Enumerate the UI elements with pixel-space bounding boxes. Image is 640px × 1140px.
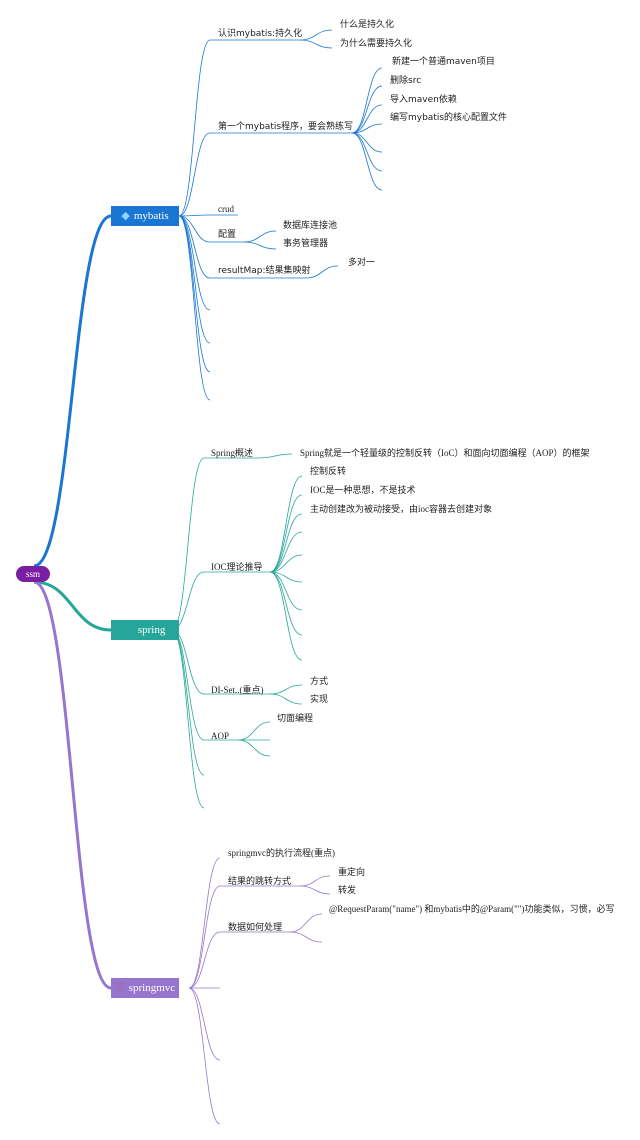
leaf-icon: ❧ bbox=[124, 623, 134, 636]
mybatis-child-link bbox=[299, 29, 333, 41]
branch-label-spring: spring bbox=[137, 624, 166, 636]
subtopic-many-to-one[interactable]: 多对一 bbox=[348, 258, 376, 268]
mybatis-topic-link bbox=[178, 39, 211, 217]
subtopic-import-maven-deps[interactable]: 导入maven依赖 bbox=[390, 95, 457, 105]
mybatis-child-link bbox=[351, 132, 383, 172]
springmvc-topic-link bbox=[188, 987, 221, 1061]
mybatis-child-link bbox=[351, 85, 383, 134]
mybatis-topic-link bbox=[178, 215, 211, 401]
subtopic-new-maven-project[interactable]: 新建一个普通maven项目 bbox=[392, 57, 495, 67]
branch-node-springmvc[interactable]: ♡ springmvc bbox=[111, 978, 179, 998]
mybatis-child-link bbox=[243, 241, 277, 250]
subtopic-what-is-persistence[interactable]: 什么是持久化 bbox=[340, 20, 395, 30]
topic-aop[interactable]: AOP bbox=[211, 731, 230, 741]
spring-child-link bbox=[269, 571, 303, 636]
subtopic-redirect[interactable]: 重定向 bbox=[338, 867, 366, 877]
subtopic-delete-src[interactable]: 删除src bbox=[390, 76, 422, 86]
root-link-spring bbox=[33, 580, 112, 632]
spring-child-link bbox=[269, 531, 303, 573]
topic-ioc[interactable]: IOC理论推导 bbox=[211, 562, 263, 572]
subtopic-ioc-container[interactable]: 主动创建改为被动接受，由ioc容器去创建对象 bbox=[310, 504, 492, 514]
spring-topic-link bbox=[171, 457, 205, 631]
spring-child-link bbox=[237, 721, 271, 741]
subtopic-request-param[interactable]: @RequestParam("name") 和mybatis中的@Param("… bbox=[329, 904, 615, 914]
topic-data-handling[interactable]: 数据如何处理 bbox=[228, 922, 283, 932]
heart-icon: ♡ bbox=[114, 981, 125, 994]
spring-child-link bbox=[269, 494, 303, 573]
topic-di[interactable]: DI-Set..(重点) bbox=[211, 685, 264, 695]
subtopic-aspect-programming[interactable]: 切面编程 bbox=[277, 713, 314, 723]
topic-config[interactable]: 配置 bbox=[218, 230, 237, 240]
spring-child-link bbox=[257, 453, 293, 459]
subtopic-forward[interactable]: 转发 bbox=[338, 885, 357, 895]
subtopic-core-config[interactable]: 编写mybatis的核心配置文件 bbox=[390, 113, 508, 123]
subtopic-connection-pool[interactable]: 数据库连接池 bbox=[283, 221, 338, 231]
spring-child-link bbox=[269, 571, 303, 661]
subtopic-transaction-manager[interactable]: 事务管理器 bbox=[283, 239, 329, 249]
topic-first-program[interactable]: 第一个mybatis程序，要会熟练写 bbox=[218, 122, 354, 132]
subtopic-di-method[interactable]: 方式 bbox=[310, 676, 329, 686]
springmvc-topic-link bbox=[188, 885, 221, 989]
mybatis-child-link bbox=[299, 39, 333, 49]
root-link-mybatis bbox=[33, 214, 112, 568]
subtopic-di-implementation[interactable]: 实现 bbox=[310, 694, 329, 704]
springmvc-topic-link bbox=[188, 857, 221, 989]
branch-label-springmvc: springmvc bbox=[128, 982, 176, 994]
root-link-springmvc bbox=[33, 580, 112, 990]
springmvc-child-link bbox=[289, 931, 323, 943]
spring-topic-link bbox=[171, 629, 205, 741]
mybatis-child-link bbox=[305, 265, 339, 279]
spring-child-link bbox=[269, 475, 303, 573]
spring-child-link bbox=[269, 684, 303, 695]
mybatis-topic-link bbox=[178, 215, 211, 279]
mybatis-topic-link bbox=[178, 214, 211, 217]
spring-child-link bbox=[269, 554, 303, 573]
mybatis-child-link bbox=[243, 230, 277, 243]
topic-spring-overview[interactable]: Spring概述 bbox=[211, 448, 254, 458]
mybatis-topic-link bbox=[178, 132, 211, 217]
branch-node-mybatis[interactable]: ◆ mybatis bbox=[111, 206, 179, 226]
mybatis-child-link bbox=[351, 104, 383, 134]
mybatis-child-link bbox=[351, 67, 383, 134]
spring-topic-link bbox=[171, 629, 205, 809]
root-node[interactable]: ssm bbox=[16, 566, 50, 582]
springmvc-child-link bbox=[289, 913, 323, 933]
mybatis-child-link bbox=[351, 132, 383, 191]
topic-mvc-flow[interactable]: springmvc的执行流程(重点) bbox=[228, 848, 335, 858]
spring-topic-link bbox=[171, 629, 205, 776]
mybatis-topic-link bbox=[178, 215, 211, 344]
topic-result-redirect[interactable]: 结果的跳转方式 bbox=[228, 876, 292, 886]
topic-persistence[interactable]: 认识mybatis:持久化 bbox=[218, 29, 303, 39]
springmvc-topic-link bbox=[188, 931, 221, 989]
subtopic-why-persistence[interactable]: 为什么需要持久化 bbox=[340, 39, 413, 49]
springmvc-topic-link bbox=[188, 987, 221, 1125]
springmvc-child-link bbox=[299, 875, 331, 887]
subtopic-spring-definition[interactable]: Spring就是一个轻量级的控制反转（IoC）和面向切面编程（AOP）的框架 bbox=[300, 448, 590, 458]
diamond-icon: ◆ bbox=[121, 209, 130, 222]
springmvc-child-link bbox=[299, 885, 331, 895]
mybatis-child-link bbox=[351, 123, 383, 134]
root-label: ssm bbox=[25, 569, 40, 579]
topic-result-map[interactable]: resultMap:结果集映射 bbox=[218, 266, 311, 276]
mybatis-child-link bbox=[351, 132, 383, 153]
mybatis-topic-link bbox=[178, 215, 211, 373]
spring-child-link bbox=[237, 739, 271, 757]
spring-child-link bbox=[269, 513, 303, 573]
subtopic-ioc-is-idea[interactable]: IOC是一种思想，不是技术 bbox=[310, 485, 416, 495]
topic-crud[interactable]: crud bbox=[218, 204, 234, 214]
branch-label-mybatis: mybatis bbox=[133, 210, 169, 222]
branch-node-spring[interactable]: ❧ spring bbox=[111, 620, 179, 640]
spring-child-link bbox=[269, 693, 303, 705]
subtopic-inversion-of-control[interactable]: 控制反转 bbox=[310, 466, 347, 476]
